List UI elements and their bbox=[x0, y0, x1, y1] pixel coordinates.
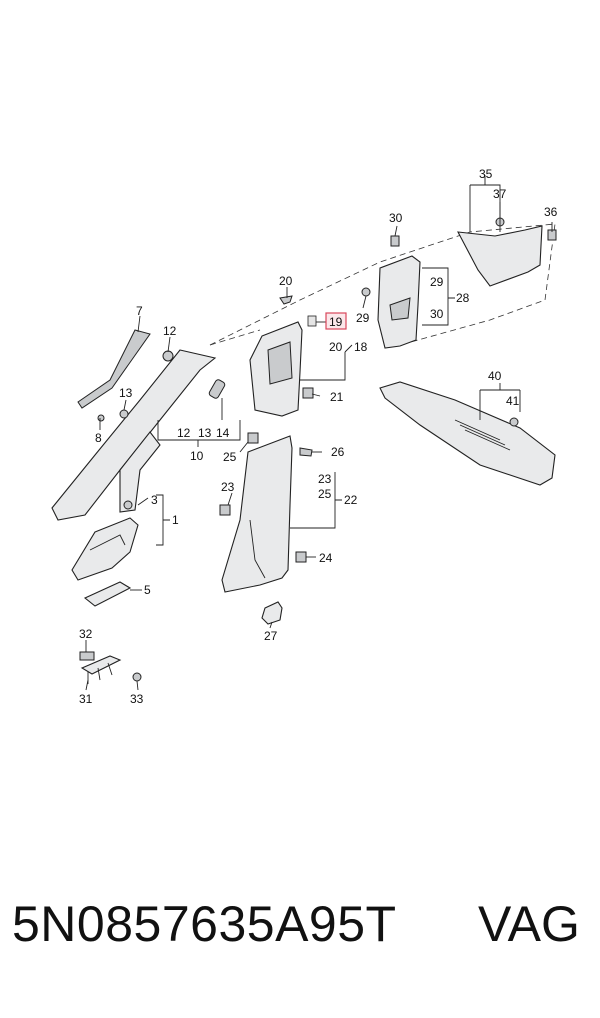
callout-29-group: 29 bbox=[430, 275, 444, 289]
rear-pillar-trim bbox=[457, 225, 543, 287]
callout-36: 36 bbox=[544, 205, 558, 219]
clip-3 bbox=[123, 500, 133, 510]
a-pillar-lower bbox=[119, 431, 161, 513]
roof-outline bbox=[209, 223, 556, 346]
callout-32: 32 bbox=[79, 627, 93, 641]
leader-lines bbox=[85, 175, 553, 691]
callout-37: 37 bbox=[493, 187, 507, 201]
callout-29: 29 bbox=[356, 311, 370, 325]
kick-panel-1 bbox=[71, 517, 139, 581]
callout-18: 18 bbox=[354, 340, 368, 354]
callout-30-group: 30 bbox=[430, 307, 444, 321]
clip-30 bbox=[390, 235, 400, 247]
brand-label: VAG bbox=[478, 896, 580, 952]
clip-19 bbox=[307, 315, 317, 327]
callout-7: 7 bbox=[136, 304, 143, 318]
kick-panel-inner bbox=[89, 534, 126, 551]
headliner-rail bbox=[379, 381, 556, 486]
callout-40: 40 bbox=[488, 369, 502, 383]
callout-28: 28 bbox=[456, 291, 470, 305]
callout-13-group: 13 bbox=[198, 426, 212, 440]
cover-5 bbox=[83, 581, 132, 607]
callout-21: 21 bbox=[330, 390, 344, 404]
callout-20: 20 bbox=[329, 340, 343, 354]
screw-20 bbox=[279, 295, 293, 305]
clip-23 bbox=[219, 504, 231, 516]
bracket-31 bbox=[80, 655, 122, 675]
callout-26: 26 bbox=[331, 445, 345, 459]
bracket-7 bbox=[77, 329, 151, 409]
screw-26 bbox=[299, 447, 313, 457]
part-number: 5N0857635A95T bbox=[12, 896, 397, 952]
callout-12: 12 bbox=[163, 324, 177, 338]
screw-8 bbox=[97, 414, 105, 422]
callout-23-group: 23 bbox=[318, 472, 332, 486]
a-pillar-trim bbox=[51, 349, 217, 521]
callout-25-group: 25 bbox=[318, 487, 332, 501]
callout-5: 5 bbox=[144, 583, 151, 597]
clip-12 bbox=[162, 350, 174, 362]
callout-1: 1 bbox=[172, 513, 179, 527]
screw-33 bbox=[132, 672, 142, 682]
clip-29 bbox=[361, 287, 371, 297]
callout-13: 13 bbox=[119, 386, 133, 400]
callout-33: 33 bbox=[130, 692, 144, 706]
clip-21 bbox=[302, 387, 314, 399]
b-pillar-upper-recess bbox=[267, 341, 293, 385]
rail-grille bbox=[454, 419, 511, 451]
label-32 bbox=[79, 651, 95, 661]
clip-13 bbox=[119, 409, 129, 419]
callout-8: 8 bbox=[95, 431, 102, 445]
callout-27: 27 bbox=[264, 629, 278, 643]
parts-exploded-diagram: 7 12 13 8 12 13 14 10 3 1 5 32 31 33 20 … bbox=[51, 167, 558, 706]
highlight-box-19 bbox=[325, 312, 347, 330]
c-pillar-recess bbox=[389, 297, 411, 321]
callout-30-top: 30 bbox=[389, 211, 403, 225]
callout-labels: 7 12 13 8 12 13 14 10 3 1 5 32 31 33 20 … bbox=[79, 167, 558, 706]
footer: 5N0857635A95T VAG bbox=[0, 895, 600, 985]
roof-outline-lower bbox=[209, 329, 261, 346]
callout-31: 31 bbox=[79, 692, 93, 706]
callout-24: 24 bbox=[319, 551, 333, 565]
callout-35: 35 bbox=[479, 167, 493, 181]
callout-19: 19 bbox=[329, 315, 343, 329]
callout-10: 10 bbox=[190, 449, 204, 463]
callout-12-group: 12 bbox=[177, 426, 191, 440]
seal-27 bbox=[261, 601, 283, 625]
clip-41 bbox=[509, 417, 519, 427]
callout-25-left: 25 bbox=[223, 450, 237, 464]
clip-25 bbox=[247, 432, 259, 444]
callout-20-top: 20 bbox=[279, 274, 293, 288]
callout-41: 41 bbox=[506, 394, 520, 408]
callout-3: 3 bbox=[151, 493, 158, 507]
callout-23-left: 23 bbox=[221, 480, 235, 494]
clip-24 bbox=[295, 551, 307, 563]
b-pillar-lower-trim bbox=[221, 435, 293, 593]
grab-handle bbox=[208, 379, 226, 399]
callout-22: 22 bbox=[344, 493, 358, 507]
callout-14: 14 bbox=[216, 426, 230, 440]
b-pillar-lower-inner bbox=[249, 519, 266, 579]
